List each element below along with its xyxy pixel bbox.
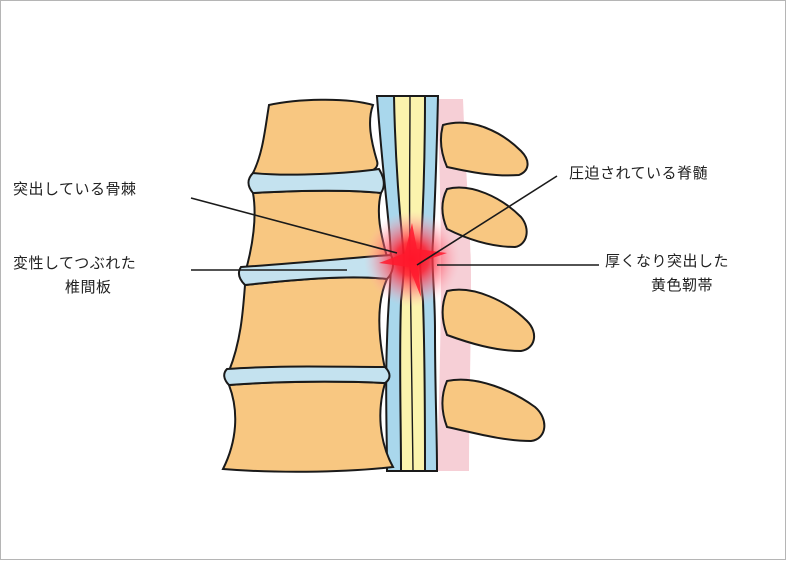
spinous-process-3 — [441, 288, 536, 353]
vertebral-body-4 — [221, 380, 395, 473]
leader-spinal-cord — [416, 175, 558, 266]
label-bone-spur: 突出している骨棘 — [13, 180, 137, 198]
spinous-process-4 — [441, 378, 546, 443]
disc-upper — [247, 167, 385, 195]
disc-lower — [223, 365, 391, 387]
label-compressed-spinal-cord: 圧迫されている脊髄 — [569, 164, 709, 182]
label-degenerated-disc-line2: 椎間板 — [65, 278, 112, 296]
leader-bone-spur — [190, 197, 398, 254]
vertebral-body-1 — [251, 98, 379, 182]
label-degenerated-disc-line1: 変性してつぶれた — [13, 254, 137, 272]
spinous-process-1 — [439, 121, 529, 177]
label-ligament-line1: 厚くなり突出した — [605, 252, 730, 270]
spinous-process-2 — [441, 186, 528, 249]
compression-star — [379, 223, 447, 297]
vertebral-body-3 — [227, 276, 389, 373]
label-ligament-line2: 黄色靭帯 — [651, 276, 714, 294]
